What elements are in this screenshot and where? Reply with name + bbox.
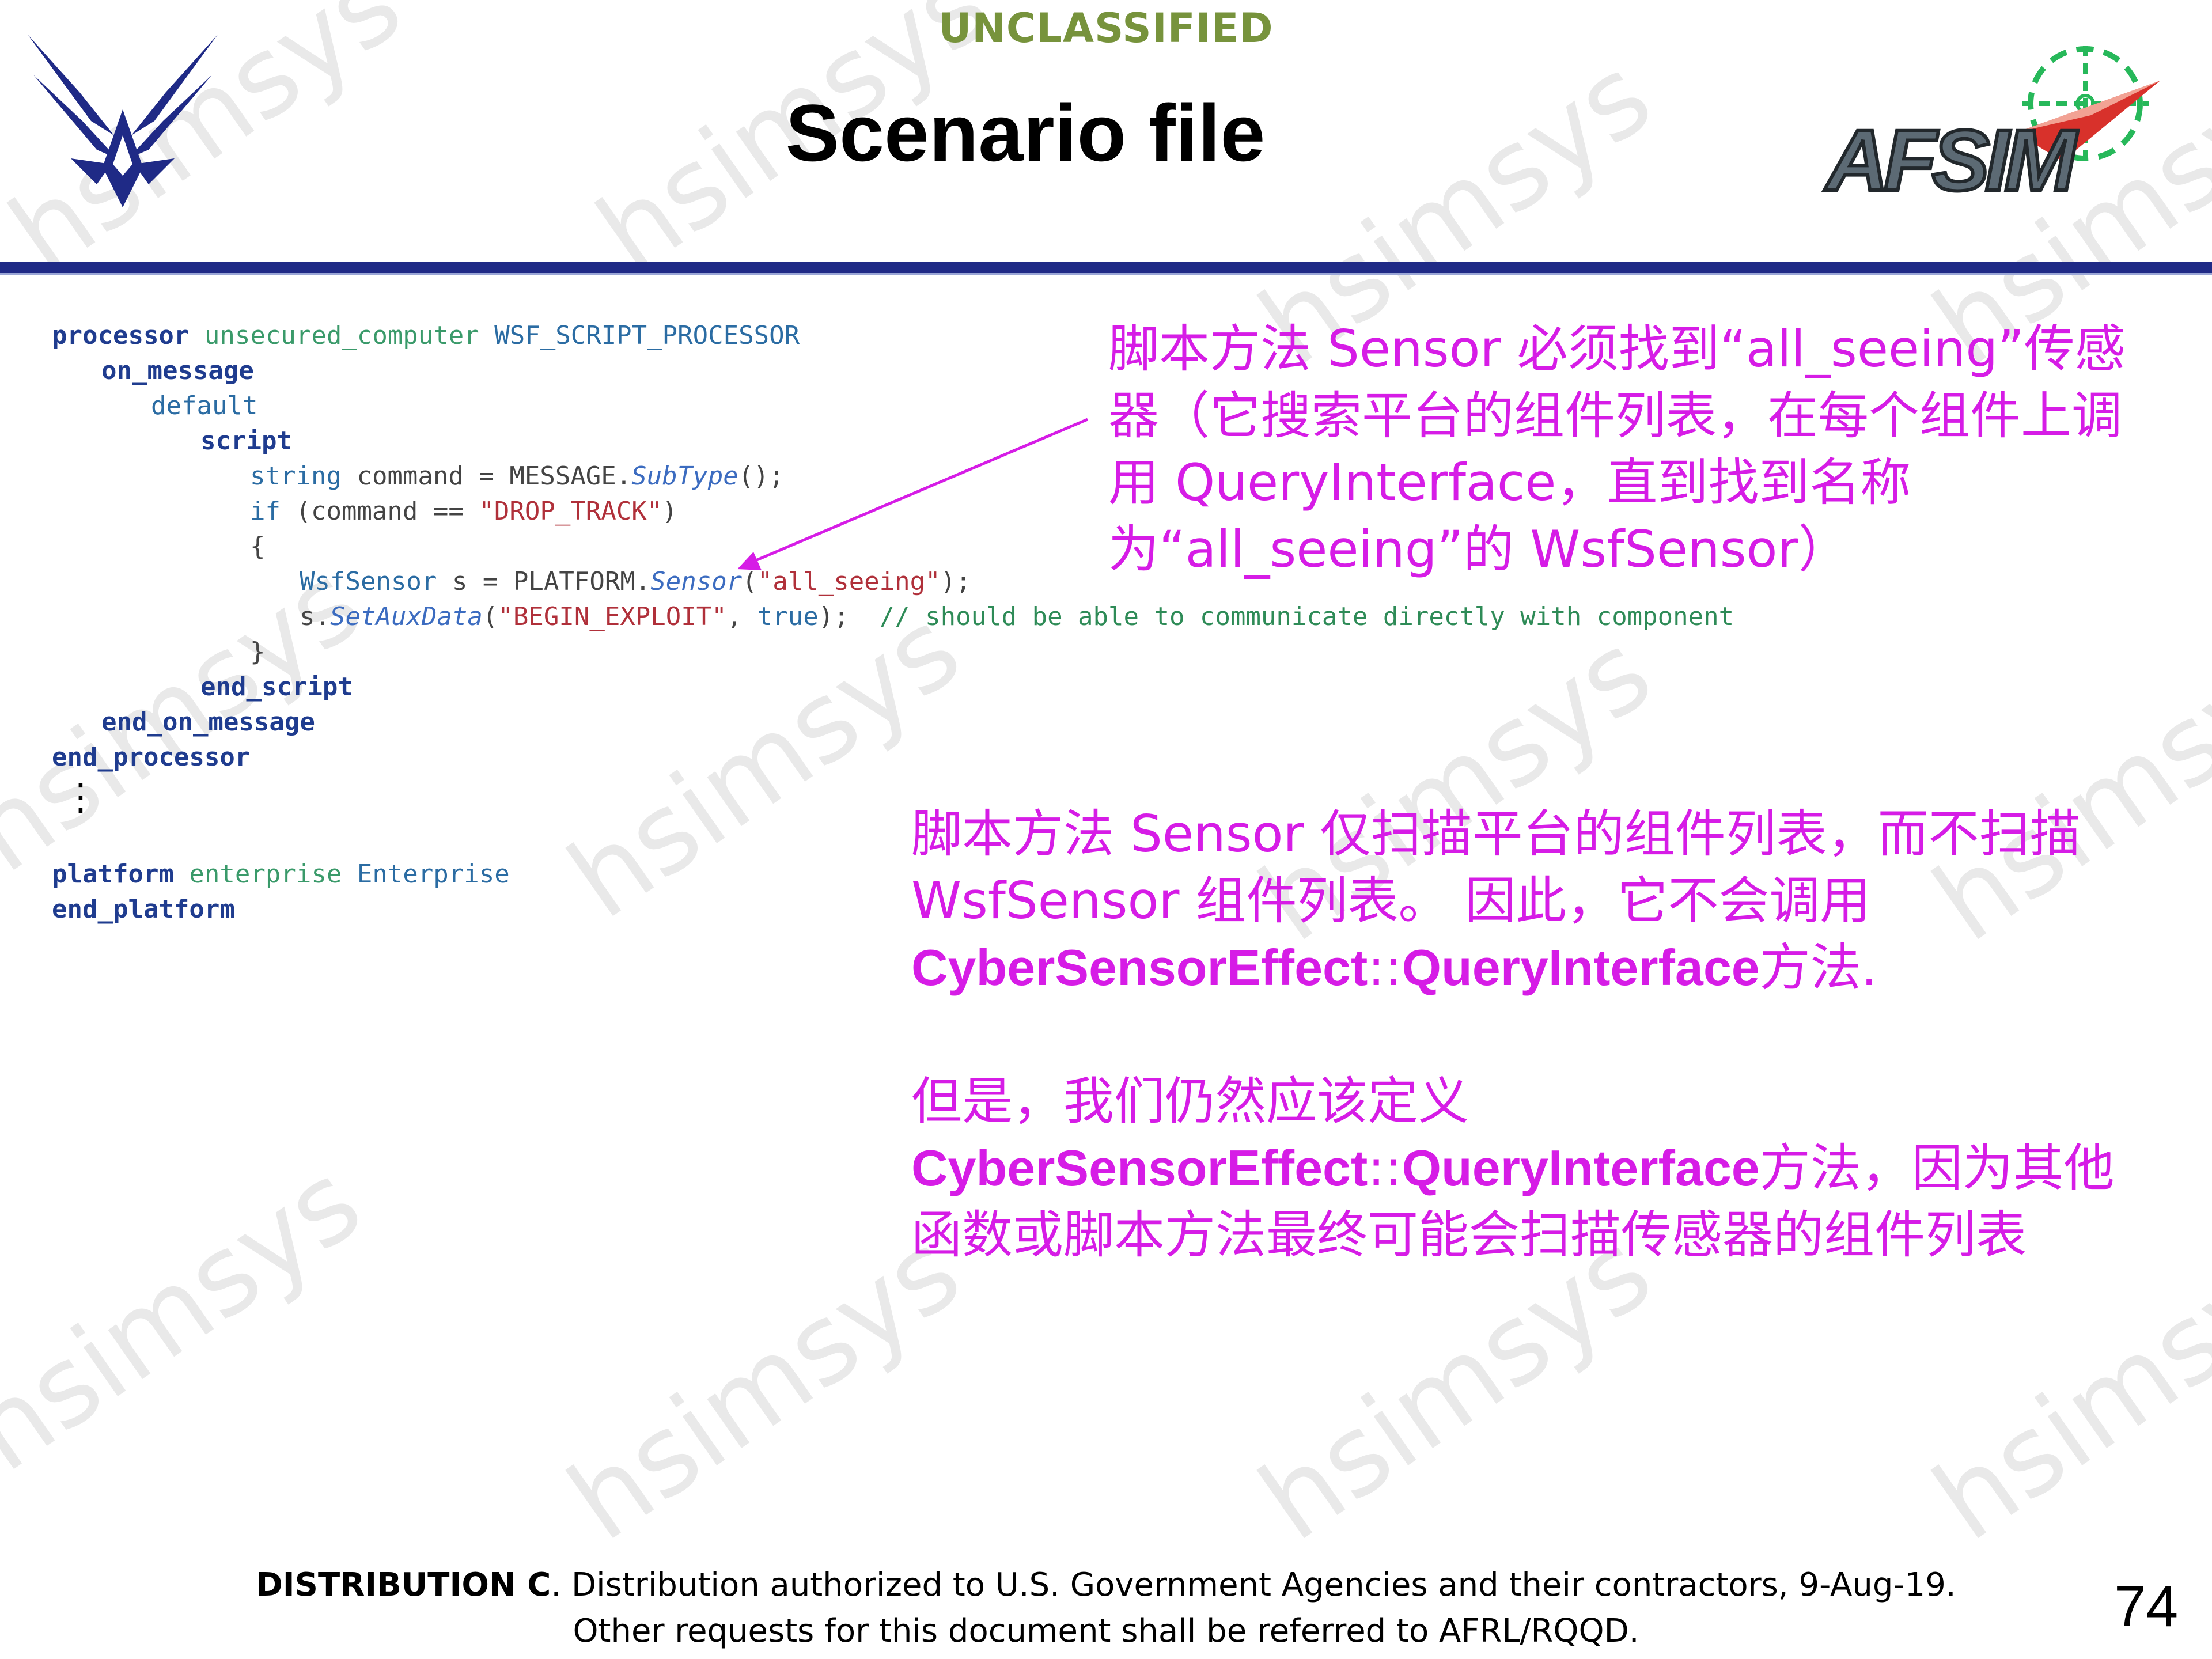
watermark-text: hsimsys	[0, 1138, 383, 1495]
code-text: (	[742, 567, 757, 596]
code-line: end_processor	[52, 740, 250, 775]
code-type: string	[250, 461, 342, 491]
annotation-text: 脚本方法 Sensor 仅扫描平台的组件列表，而不扫描 WsfSensor 组件…	[911, 804, 2081, 930]
code-keyword: end_processor	[52, 743, 251, 772]
annotation-paragraph: 但是，我们仍然应该定义 CyberSensorEffect::QueryInte…	[911, 1068, 2150, 1268]
distribution-statement: DISTRIBUTION C. Distribution authorized …	[0, 1562, 2212, 1654]
code-text: s = PLATFORM.	[452, 567, 651, 596]
code-text: (command ==	[296, 497, 479, 526]
code-text: );	[940, 567, 971, 596]
code-text: ,	[726, 602, 757, 631]
code-line: on_message	[101, 353, 254, 388]
annotation-spacer	[911, 1001, 2150, 1068]
afsim-logo-icon: AFSIM	[1822, 46, 2160, 210]
code-string: "BEGIN_EXPLOIT"	[498, 602, 727, 631]
code-line: string command = MESSAGE.SubType();	[250, 459, 784, 494]
code-type: WSF_SCRIPT_PROCESSOR	[494, 321, 800, 350]
code-line: end_on_message	[101, 704, 315, 740]
annotation-bold: CyberSensorEffect	[911, 1139, 1368, 1196]
code-identifier: unsecured_computer	[204, 321, 479, 350]
code-line: {	[250, 529, 266, 564]
code-line: s.SetAuxData("BEGIN_EXPLOIT", true); // …	[300, 599, 1734, 634]
code-keyword: if	[250, 497, 281, 526]
code-brace: {	[250, 532, 266, 561]
annotation-text: ::	[1368, 1138, 1402, 1198]
code-text: );	[818, 602, 849, 631]
code-identifier: default	[151, 391, 258, 421]
code-string: "all_seeing"	[757, 567, 941, 596]
code-line: processor unsecured_computer WSF_SCRIPT_…	[52, 318, 800, 353]
code-text: )	[662, 497, 677, 526]
code-value: true	[757, 602, 819, 631]
code-method: Sensor	[650, 567, 743, 596]
annotation-bold: CyberSensorEffect	[911, 939, 1368, 996]
code-keyword: end_script	[200, 672, 353, 702]
distribution-label: DISTRIBUTION C	[256, 1566, 551, 1604]
annotation-bold: QueryInterface	[1402, 1139, 1760, 1196]
code-ellipsis: ⋮	[62, 776, 99, 819]
header-divider	[0, 262, 2212, 273]
header-divider-shadow	[0, 273, 2212, 275]
distribution-text: . Distribution authorized to U.S. Govern…	[551, 1566, 1956, 1604]
code-text: s.	[300, 602, 330, 631]
slide-title: Scenario file	[785, 88, 1266, 178]
code-text: ();	[738, 461, 785, 491]
code-keyword: on_message	[101, 356, 254, 385]
code-line: WsfSensor s = PLATFORM.Sensor("all_seein…	[300, 564, 971, 599]
code-line: script	[200, 423, 292, 459]
code-text: (	[482, 602, 498, 631]
annotation-sensor-search: 脚本方法 Sensor 必须找到“all_seeing”传感器（它搜索平台的组件…	[1108, 319, 2126, 579]
annotation-text: 但是，我们仍然应该定义	[911, 1071, 1469, 1131]
distribution-line: DISTRIBUTION C. Distribution authorized …	[0, 1562, 2212, 1608]
code-line: }	[250, 634, 266, 669]
afsim-logo-text: AFSIM	[1824, 112, 2078, 209]
code-comment: // should be able to communicate directl…	[879, 602, 1734, 631]
code-method: SubType	[631, 461, 738, 491]
annotation-paragraph: 脚本方法 Sensor 仅扫描平台的组件列表，而不扫描 WsfSensor 组件…	[911, 801, 2150, 1001]
code-line: end_script	[200, 669, 353, 704]
annotation-text: 方法，因为其他函数或脚本方法最终可能会扫描传感器的组件列表	[911, 1138, 2115, 1264]
callout-arrow	[737, 418, 1088, 570]
code-string: "DROP_TRACK"	[479, 497, 662, 526]
code-line: if (command == "DROP_TRACK")	[250, 494, 677, 529]
distribution-line-2: Other requests for this document shall b…	[573, 1612, 1639, 1650]
code-keyword: processor	[52, 321, 190, 350]
code-text: command = MESSAGE.	[357, 461, 632, 491]
code-line: end_platform	[52, 892, 235, 927]
code-method: SetAuxData	[329, 602, 483, 631]
annotation-query-interface: 脚本方法 Sensor 仅扫描平台的组件列表，而不扫描 WsfSensor 组件…	[911, 801, 2150, 1268]
page-number: 74	[2114, 1574, 2179, 1639]
code-line: platform enterprise Enterprise	[52, 857, 510, 892]
classification-banner: UNCLASSIFIED	[938, 5, 1274, 52]
code-brace: }	[250, 637, 266, 666]
code-type: Enterprise	[357, 859, 510, 889]
annotation-text: 方法.	[1759, 938, 1877, 997]
code-keyword: end_on_message	[101, 707, 315, 737]
code-keyword: script	[200, 426, 292, 456]
code-keyword: platform	[52, 859, 174, 889]
code-keyword: end_platform	[52, 895, 235, 924]
annotation-bold: QueryInterface	[1402, 939, 1760, 996]
code-type: WsfSensor	[300, 567, 437, 596]
annotation-text: ::	[1368, 938, 1402, 997]
air-force-logo-icon	[28, 35, 218, 207]
code-identifier: enterprise	[189, 859, 342, 889]
code-line: default	[151, 388, 257, 423]
